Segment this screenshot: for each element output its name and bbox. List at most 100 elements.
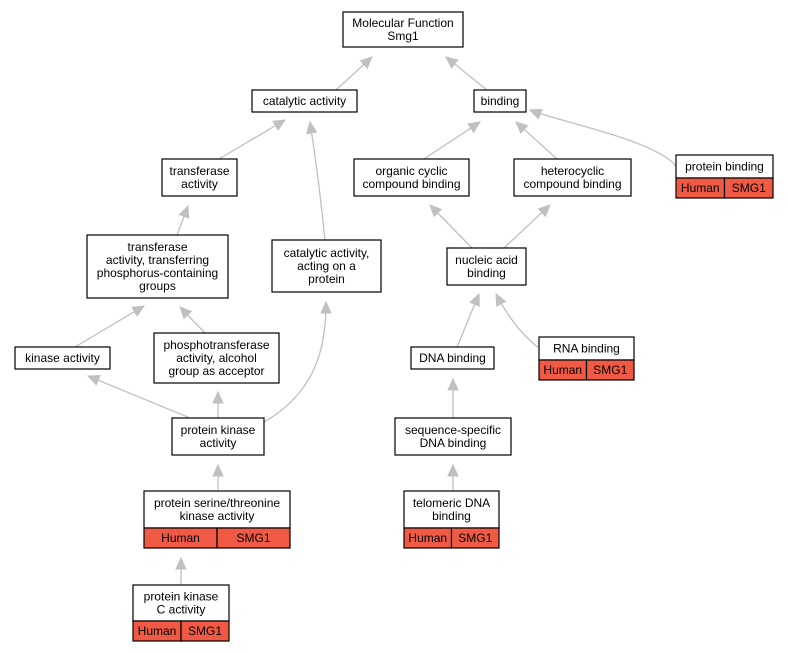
arrowhead <box>212 390 224 404</box>
node-label: group as acceptor <box>168 364 264 378</box>
arrowhead <box>131 305 146 317</box>
node-label: RNA binding <box>553 342 620 356</box>
node-dna-binding[interactable]: DNA binding <box>410 346 495 370</box>
annotation-gene: SMG1 <box>236 531 270 545</box>
node-label: activity <box>200 436 237 450</box>
node-label: DNA binding <box>419 351 486 365</box>
edge-line <box>74 305 145 348</box>
node-box <box>86 234 229 299</box>
node-label: telomeric DNA <box>413 496 490 510</box>
edge-transferase-phosphorus-to-transferase-activity <box>176 204 190 236</box>
node-label: kinase activity <box>180 509 255 523</box>
edge-protein-kinase-activity-to-kinase-activity <box>86 375 191 419</box>
edge-phosphotransferase-alcohol-to-transferase-phosphorus <box>179 306 206 334</box>
arrowhead <box>515 121 529 134</box>
annotation-species: Human <box>408 531 447 545</box>
edge-catalytic-activity-on-protein-to-catalytic-activity <box>306 120 326 241</box>
annotation-gene: SMG1 <box>732 181 766 195</box>
node-label: transferase <box>169 164 229 178</box>
arrowhead <box>272 119 287 131</box>
node-box <box>446 247 527 286</box>
annotation-cell <box>450 527 500 549</box>
edge-line <box>309 121 326 241</box>
annotation-cell <box>180 620 230 642</box>
arrowhead <box>445 56 459 69</box>
node-box <box>153 332 280 384</box>
node-box <box>271 239 382 293</box>
annotation-species: Human <box>138 624 177 638</box>
arrowhead <box>175 556 187 570</box>
edge-catalytic-activity-to-molecular-function <box>335 56 373 91</box>
node-label: C activity <box>157 603 206 617</box>
node-label: heterocyclic <box>541 164 604 178</box>
edge-line <box>218 119 286 160</box>
edge-protein-kinase-activity-to-catalytic-activity-on-protein <box>263 300 332 423</box>
node-catalytic-activity[interactable]: catalytic activity <box>251 89 358 113</box>
node-label: sequence-specific <box>405 423 501 437</box>
node-box <box>473 89 527 113</box>
node-box <box>14 346 111 370</box>
node-label: protein kinase <box>181 423 256 437</box>
edge-protein-kinase-activity-to-phosphotransferase-alcohol <box>212 390 224 418</box>
node-box <box>410 346 495 370</box>
arrowhead <box>537 204 551 218</box>
annotation-gene: SMG1 <box>593 363 627 377</box>
edge-protein-serine-threonine-kinase-to-protein-kinase-activity <box>212 463 224 491</box>
edge-organic-cyclic-compound-binding-to-binding <box>423 121 482 160</box>
node-kinase-activity[interactable]: kinase activity <box>14 346 111 370</box>
arrowhead <box>447 463 459 477</box>
arrowhead <box>469 292 480 307</box>
node-label: compound binding <box>523 177 621 191</box>
edge-nucleic-acid-binding-to-organic-cyclic-compound-binding <box>429 204 473 249</box>
edge-line <box>87 375 191 419</box>
edges-layer <box>74 56 677 585</box>
arrowhead <box>359 56 373 70</box>
node-label: phosphotransferase <box>163 338 269 352</box>
node-label: Smg1 <box>387 29 419 43</box>
edge-protein-binding-to-binding <box>528 108 677 167</box>
node-label: transferase <box>127 240 187 254</box>
edge-dna-binding-to-nucleic-acid-binding <box>456 292 480 348</box>
edge-transferase-activity-to-catalytic-activity <box>218 119 287 160</box>
arrowhead <box>212 463 224 477</box>
node-box <box>161 158 238 197</box>
node-label: nucleic acid <box>455 253 518 267</box>
node-label: binding <box>481 94 520 108</box>
node-binding[interactable]: binding <box>473 89 527 113</box>
node-box <box>403 490 500 529</box>
node-label: groups <box>139 279 176 293</box>
node-label: protein <box>308 272 345 286</box>
arrowhead <box>179 306 193 320</box>
annotation-gene: SMG1 <box>458 531 492 545</box>
node-label: binding <box>467 266 506 280</box>
arrowhead <box>320 300 332 314</box>
node-box <box>353 158 470 197</box>
annotation-cell <box>723 177 774 199</box>
node-label: acting on a <box>297 259 356 273</box>
node-label: protein binding <box>685 160 764 174</box>
edge-sequence-specific-dna-binding-to-dna-binding <box>447 377 459 418</box>
edge-line <box>529 109 677 167</box>
edge-binding-to-molecular-function <box>445 56 488 91</box>
arrowhead <box>528 108 543 120</box>
node-label: protein serine/threonine <box>154 496 280 510</box>
annotation-cell <box>585 359 635 381</box>
node-label: protein kinase <box>144 590 219 604</box>
node-label: activity <box>181 177 218 191</box>
node-box <box>394 417 512 456</box>
